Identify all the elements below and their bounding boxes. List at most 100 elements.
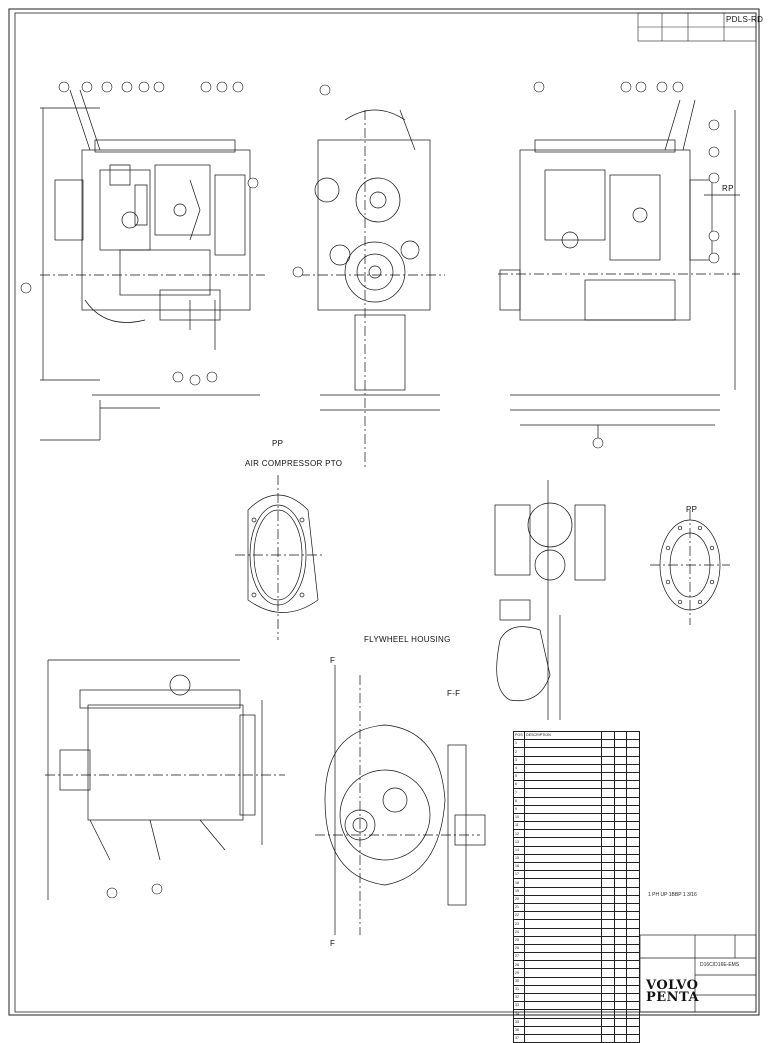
table-cell — [524, 829, 603, 839]
table-cell: 23 — [512, 919, 526, 929]
table-cell — [601, 886, 615, 896]
table-cell — [613, 894, 628, 904]
balloons-view2 — [292, 84, 331, 278]
table-cell — [613, 812, 628, 823]
left-side-view — [40, 89, 265, 441]
balloons-view3 — [533, 81, 720, 449]
table-cell — [524, 845, 603, 855]
table-cell — [524, 984, 603, 995]
table-cell: 34 — [512, 1009, 526, 1019]
table-cell — [613, 886, 628, 896]
table-cell: 31 — [512, 984, 526, 995]
table-row: 29 — [512, 968, 640, 978]
top-view — [45, 659, 285, 900]
table-cell — [601, 1025, 615, 1035]
table-row: 5 — [512, 771, 640, 782]
table-cell — [626, 812, 640, 823]
table-row: 31 — [512, 984, 640, 995]
table-cell — [524, 780, 603, 790]
table-cell: 19 — [512, 886, 526, 896]
table-cell — [601, 952, 615, 962]
table-cell — [601, 894, 615, 904]
table-cell — [524, 992, 603, 1003]
table-cell: 14 — [512, 845, 526, 855]
table-cell — [524, 747, 603, 757]
table-cell — [626, 935, 640, 945]
table-cell — [601, 829, 615, 839]
table-cell: 2 — [512, 747, 526, 757]
table-cell — [613, 911, 628, 921]
table-cell: 30 — [512, 976, 526, 986]
right-side-view — [498, 99, 740, 440]
table-cell: 17 — [512, 870, 526, 880]
company-logo: VOLVO PENTA — [646, 978, 700, 1005]
table-cell: 22 — [512, 911, 526, 921]
table-cell — [601, 780, 615, 790]
table-cell — [524, 919, 603, 929]
table-cell — [613, 902, 628, 913]
table-cell: 6 — [512, 780, 526, 790]
table-row: 33 — [512, 1001, 640, 1011]
table-cell — [613, 960, 628, 970]
table-cell — [613, 739, 628, 749]
table-cell — [613, 968, 628, 978]
table-cell — [601, 747, 615, 757]
table-cell — [626, 771, 640, 782]
table-cell: 32 — [512, 992, 526, 1003]
table-cell: 9 — [512, 804, 526, 814]
table-row: 23 — [512, 919, 640, 929]
table-cell — [524, 1017, 603, 1027]
table-row: 2 — [512, 747, 640, 757]
table-cell: POS — [512, 730, 526, 741]
table-cell — [524, 788, 603, 798]
table-cell — [613, 861, 628, 872]
table-cell: DESCRIPTION — [524, 730, 603, 741]
table-row: 8 — [512, 796, 640, 806]
table-cell — [626, 788, 640, 798]
table-cell: 15 — [512, 853, 526, 864]
table-cell — [524, 804, 603, 814]
table-cell — [626, 878, 640, 888]
table-cell: 13 — [512, 837, 526, 847]
table-cell — [524, 886, 603, 896]
table-cell — [524, 755, 603, 765]
table-cell — [524, 1001, 603, 1011]
table-cell — [524, 927, 603, 937]
table-row: 4 — [512, 763, 640, 773]
turbo-assembly — [494, 480, 606, 720]
table-row: 18 — [512, 878, 640, 888]
table-cell — [626, 911, 640, 921]
table-cell — [626, 960, 640, 970]
table-cell — [601, 960, 615, 970]
table-cell — [601, 878, 615, 888]
table-cell — [613, 771, 628, 782]
table-cell: 12 — [512, 829, 526, 839]
section-f-top: F — [330, 656, 336, 665]
table-cell — [601, 976, 615, 986]
table-row: 6 — [512, 780, 640, 790]
table-cell — [626, 1009, 640, 1019]
table-cell — [613, 853, 628, 864]
flywheel-housing — [315, 665, 486, 935]
table-cell — [613, 943, 628, 954]
table-row: 1 — [512, 739, 640, 749]
table-cell — [524, 870, 603, 880]
table-cell — [626, 1017, 640, 1027]
table-row: 21 — [512, 902, 640, 913]
table-cell: 26 — [512, 943, 526, 954]
table-row: 15 — [512, 853, 640, 864]
table-row: 11 — [512, 821, 640, 831]
table-cell — [626, 992, 640, 1003]
table-cell: 16 — [512, 861, 526, 872]
table-cell — [601, 992, 615, 1003]
table-row: 13 — [512, 837, 640, 847]
table-cell — [601, 1033, 615, 1043]
table-cell — [601, 739, 615, 749]
table-cell — [613, 845, 628, 855]
table-cell — [524, 960, 603, 970]
table-cell — [613, 870, 628, 880]
table-cell — [626, 943, 640, 954]
table-cell — [601, 870, 615, 880]
